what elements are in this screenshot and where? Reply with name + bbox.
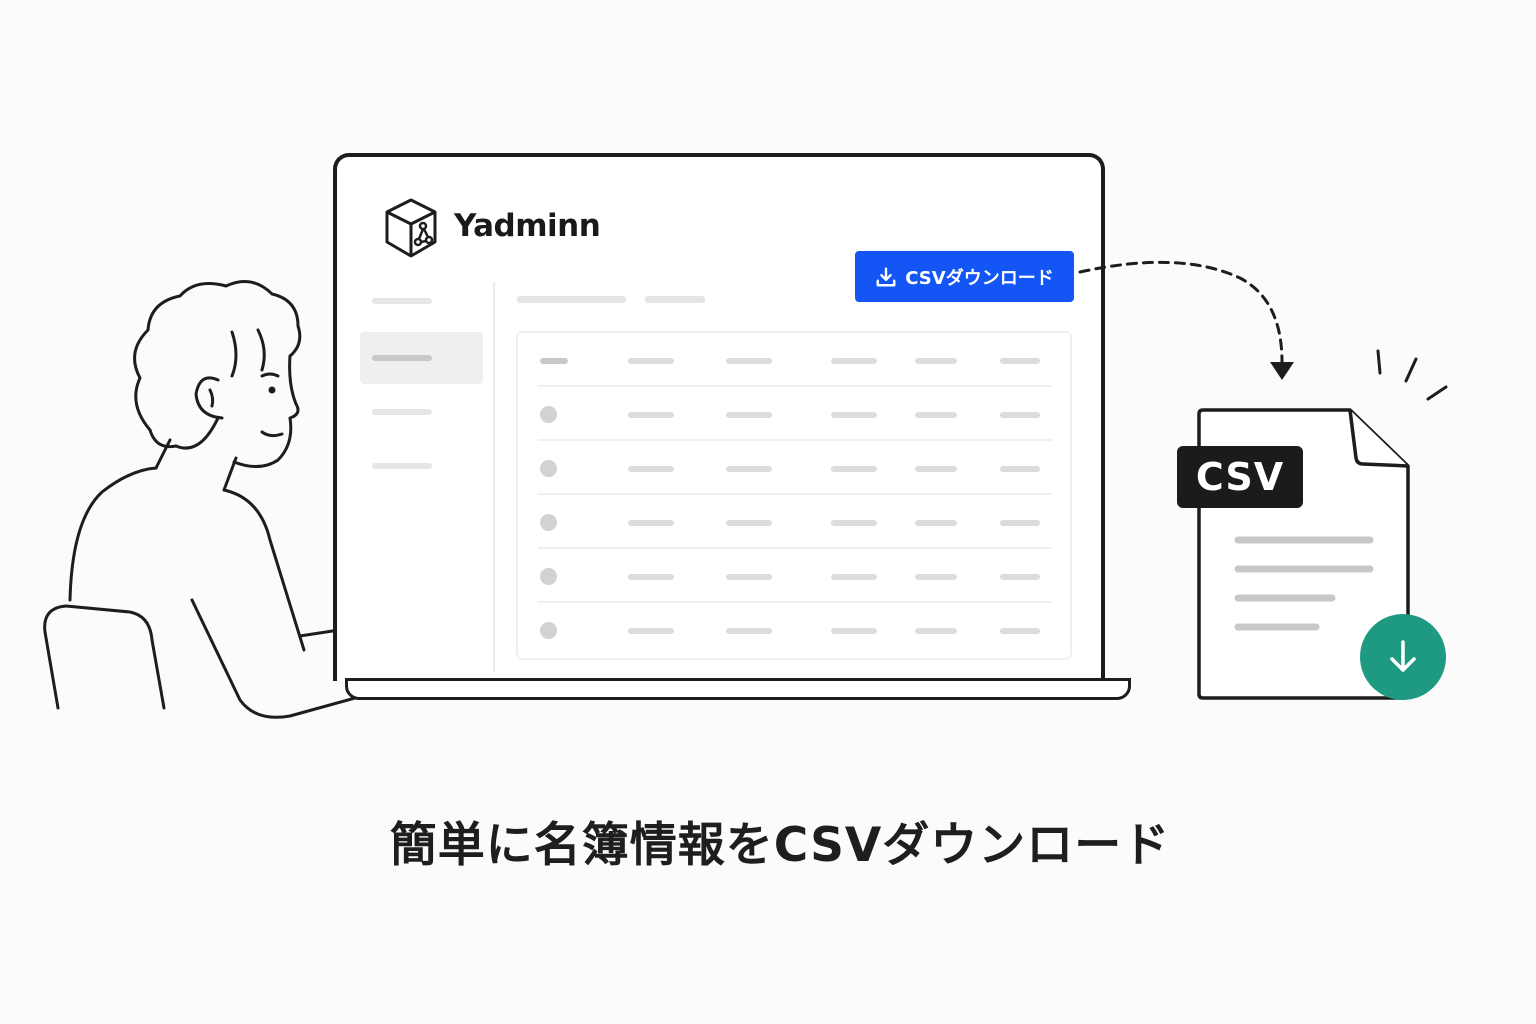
sparkle-marks bbox=[1376, 349, 1448, 401]
sidebar-item[interactable] bbox=[360, 275, 483, 327]
table-row[interactable] bbox=[518, 603, 1070, 657]
table-row[interactable] bbox=[518, 441, 1070, 495]
sidebar-item[interactable] bbox=[360, 386, 483, 438]
breadcrumb-placeholder bbox=[645, 296, 705, 303]
sidebar-item-active[interactable] bbox=[360, 332, 483, 384]
data-table bbox=[516, 331, 1072, 660]
laptop-base bbox=[345, 678, 1131, 700]
breadcrumb-placeholder bbox=[517, 296, 626, 303]
csv-badge: CSV bbox=[1177, 446, 1303, 508]
dashed-arrow bbox=[1078, 260, 1294, 380]
table-row[interactable] bbox=[518, 387, 1070, 441]
sidebar-divider bbox=[493, 282, 495, 672]
download-icon bbox=[876, 267, 896, 286]
download-circle bbox=[1360, 614, 1446, 700]
table-row[interactable] bbox=[518, 495, 1070, 549]
table-header-row bbox=[518, 333, 1070, 387]
csv-download-button[interactable]: CSVダウンロード bbox=[855, 251, 1074, 302]
csv-download-button-label: CSVダウンロード bbox=[905, 267, 1054, 289]
caption: 簡単に名簿情報をCSVダウンロード bbox=[389, 818, 1171, 873]
cube-network-icon bbox=[385, 198, 437, 258]
table-row[interactable] bbox=[518, 549, 1070, 603]
brand-name: Yadminn bbox=[454, 208, 601, 244]
sidebar-item[interactable] bbox=[360, 440, 483, 492]
arrow-down-icon bbox=[1390, 640, 1416, 672]
